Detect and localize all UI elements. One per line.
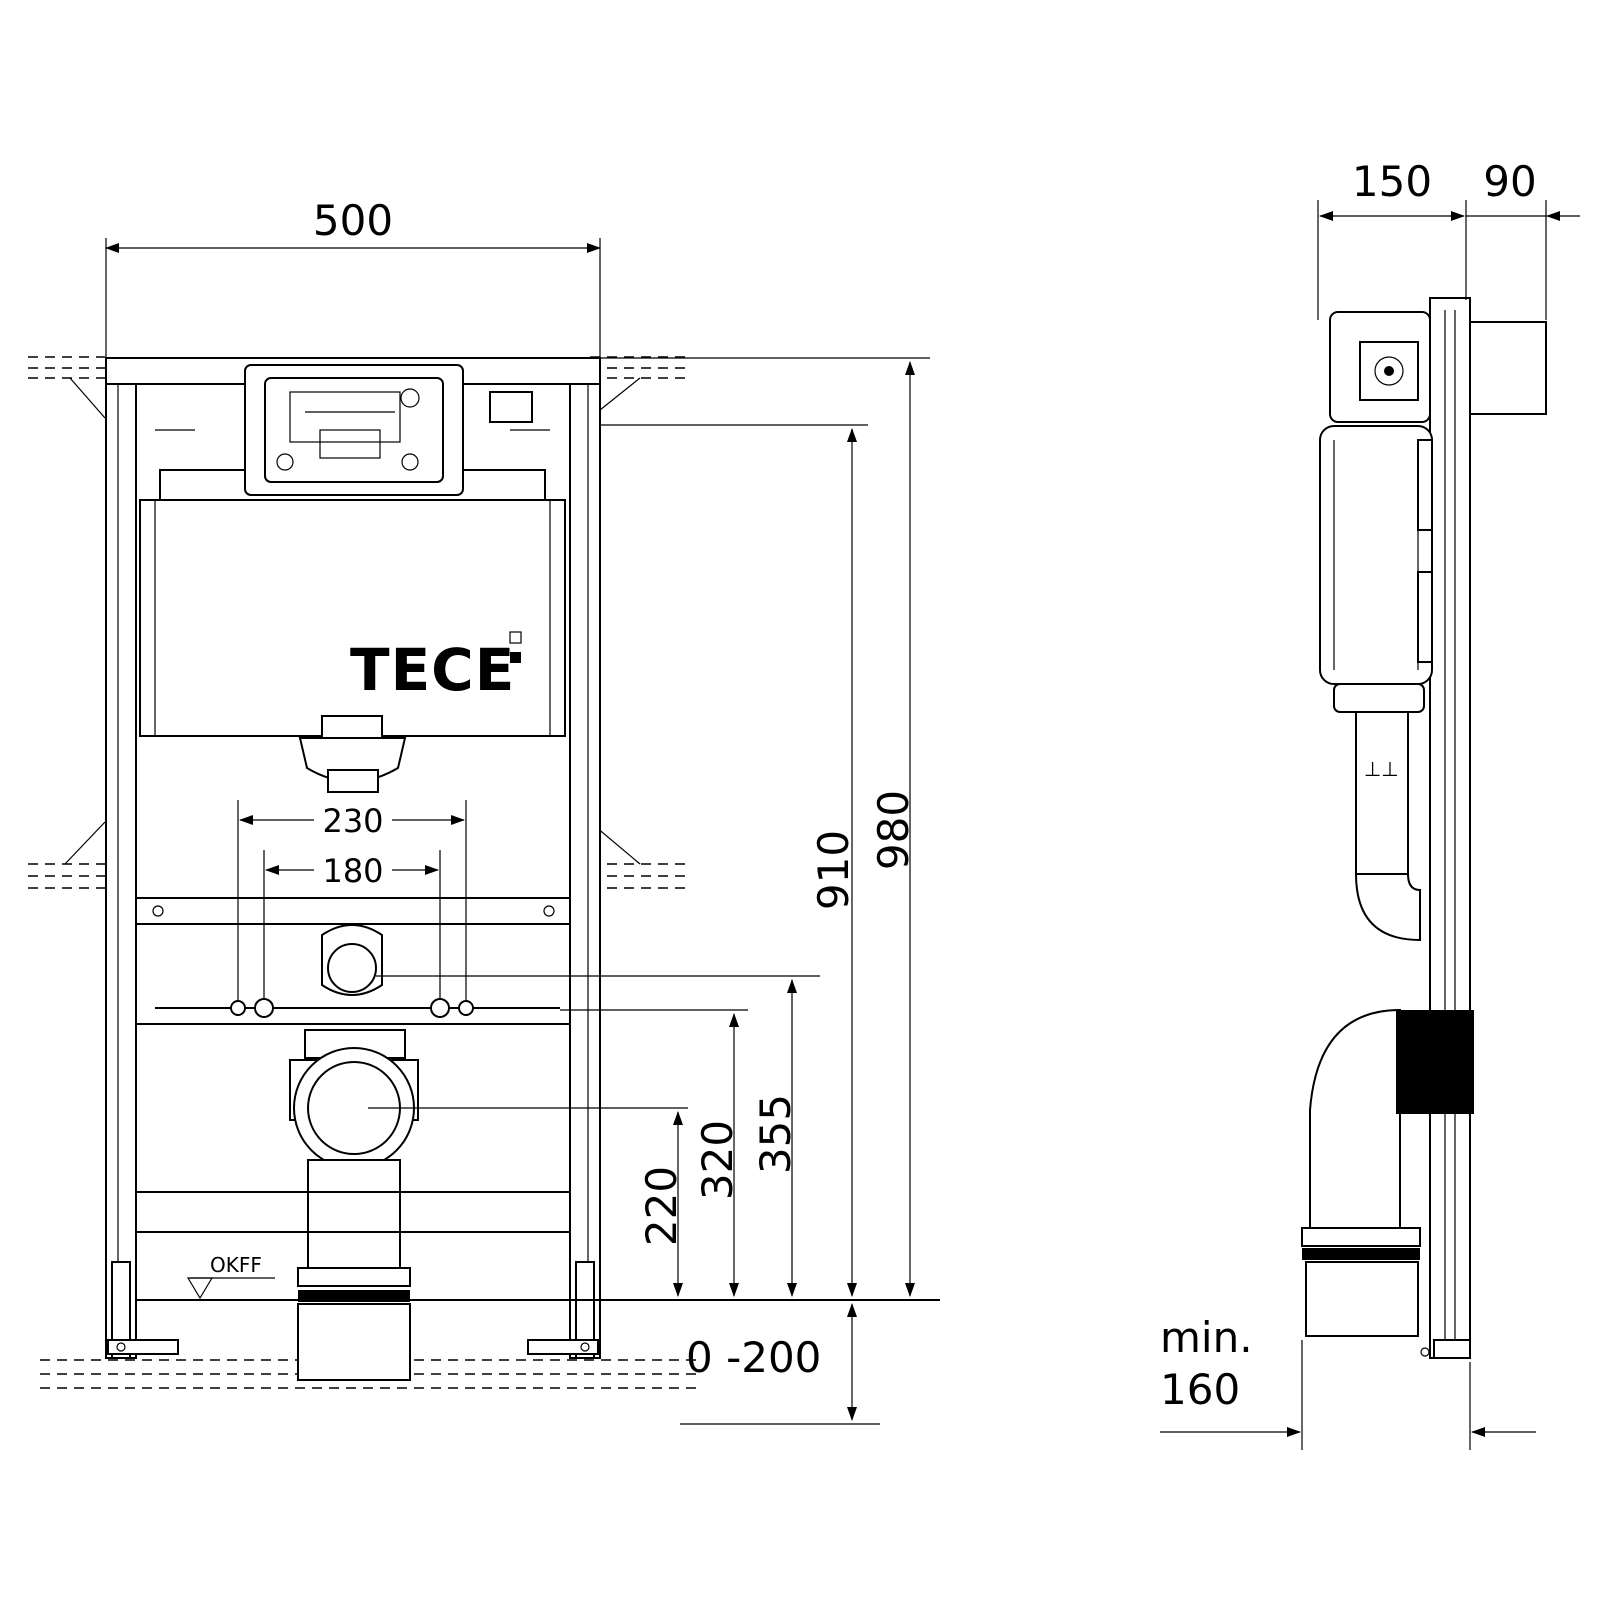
dim-depth-150: 150 — [1317, 157, 1467, 320]
front-view: TECE — [28, 196, 940, 1425]
frame-right-post — [527, 357, 601, 1359]
dim-height-980: 980 — [869, 361, 918, 1297]
side-rail — [1420, 297, 1471, 1359]
dim-height-355: 355 — [751, 979, 800, 1297]
dim-spacing-180: 180 — [263, 850, 441, 1000]
svg-text:910: 910 — [809, 830, 858, 910]
svg-text:⊥⊥: ⊥⊥ — [1364, 757, 1399, 781]
tece-logo: TECE — [350, 631, 522, 704]
dim-floor-adjust: 0 -200 — [680, 1303, 880, 1425]
side-cistern-body — [1319, 425, 1433, 713]
svg-text:160: 160 — [1160, 1365, 1240, 1414]
dim-offset-90: 90 — [1466, 157, 1580, 320]
svg-text:150: 150 — [1352, 157, 1432, 206]
cistern-outlet — [298, 715, 407, 793]
svg-text:980: 980 — [869, 790, 918, 870]
okff-marker: OKFF — [136, 1253, 940, 1301]
svg-text:0 -200: 0 -200 — [686, 1333, 821, 1382]
dim-spacing-230: 230 — [237, 800, 467, 1000]
mounting-bar — [136, 998, 570, 1025]
svg-text:min.: min. — [1160, 1313, 1253, 1362]
okff-label: OKFF — [210, 1253, 262, 1277]
dim-min-160: min. 160 — [1160, 1313, 1536, 1450]
cistern-mechanism — [155, 364, 550, 501]
cistern-body — [139, 499, 566, 737]
svg-text:230: 230 — [322, 802, 383, 840]
svg-text:220: 220 — [637, 1166, 686, 1246]
svg-text:90: 90 — [1483, 157, 1536, 206]
side-waste-pipe — [1301, 1008, 1474, 1337]
side-cistern-top — [1329, 311, 1547, 423]
dim-width-500: 500 — [105, 196, 601, 360]
side-view: ⊥⊥ 150 90 min. — [1160, 157, 1580, 1450]
svg-text:320: 320 — [693, 1120, 742, 1200]
dim-height-220: 220 — [637, 1111, 686, 1297]
waste-pipe — [289, 1029, 419, 1381]
svg-text:180: 180 — [322, 852, 383, 890]
frame-crossbar — [135, 897, 571, 925]
water-inlet — [321, 924, 383, 996]
side-flush-pipe: ⊥⊥ — [1354, 711, 1421, 942]
svg-text:500: 500 — [313, 196, 393, 245]
svg-text:TECE: TECE — [350, 636, 515, 704]
dim-height-910: 910 — [809, 428, 858, 1297]
svg-text:355: 355 — [751, 1094, 800, 1174]
dim-height-320: 320 — [693, 1013, 742, 1297]
